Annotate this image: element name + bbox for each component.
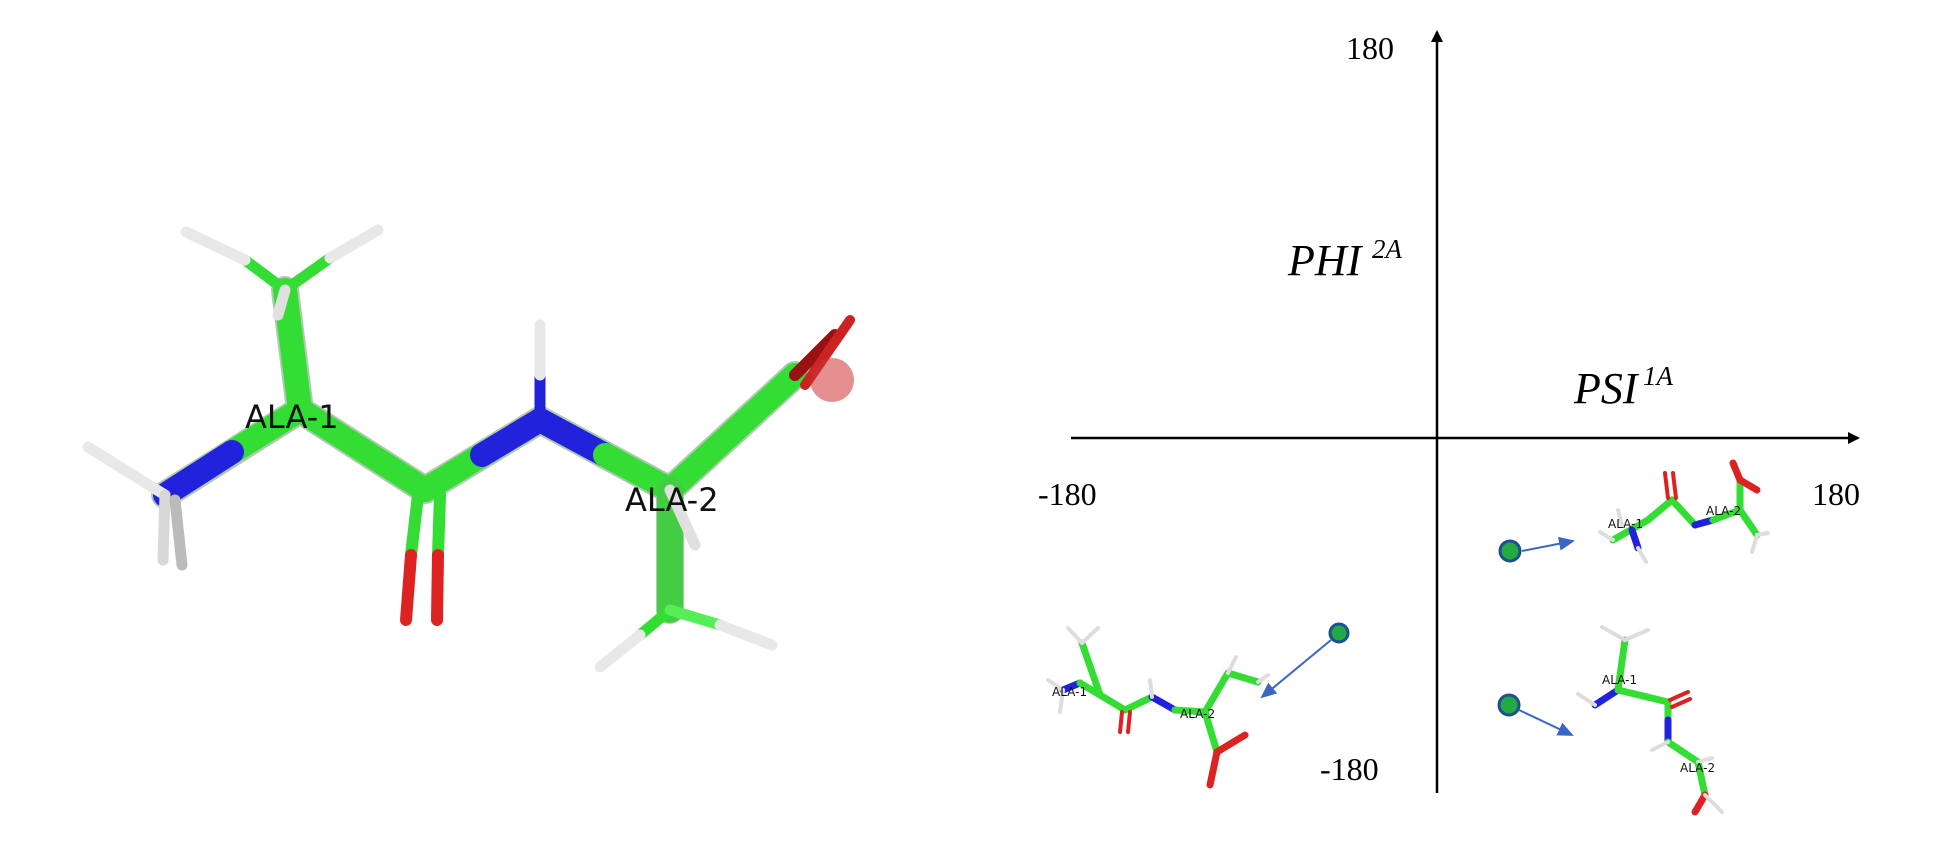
marker-dot	[1498, 539, 1522, 563]
bond-h-cb2-a-h	[594, 629, 646, 673]
oxygen-blob	[810, 358, 854, 402]
main-label-ala1: ALA-1	[245, 398, 339, 436]
x-min-label: -180	[1038, 476, 1097, 512]
bond-h-cb2-a	[634, 604, 676, 641]
bond-c2-o1	[789, 329, 841, 381]
main-bonds	[82, 224, 855, 673]
thumb-label-ala2: ALA-2	[1706, 504, 1741, 518]
thumbnail-lower-right: ALA-1 ALA-2	[1497, 625, 1724, 816]
bond-h-cb1-b-h	[324, 224, 384, 264]
bond-c-o-b-oxygen	[431, 549, 444, 626]
bond-ca1-cb1	[273, 278, 312, 422]
bond-h-cb1-b	[279, 252, 336, 296]
y-max-label: 180	[1346, 30, 1394, 66]
bond-n2-ca2-nitrogen	[528, 408, 617, 467]
y-axis-title: PHI 2A	[1287, 234, 1403, 285]
thumb-label-ala2: ALA-2	[1180, 707, 1215, 721]
y-axis-name: PHI	[1287, 236, 1364, 285]
thumbnail-upper-right: ALA-1 ALA-2	[1498, 459, 1770, 564]
thumbnail-lower-left: ALA-1 ALA-2	[1046, 622, 1350, 789]
x-axis-superscript: 1A	[1643, 361, 1674, 391]
main-molecule: ALA-1 ALA-2	[82, 224, 855, 673]
main-label-ala2: ALA-2	[625, 481, 719, 519]
bond-c-o-a-carbon	[405, 489, 424, 561]
bond-h-ca2	[664, 484, 701, 551]
bond-h-cb1-a-h	[180, 226, 251, 266]
bond-h-n1-c	[169, 494, 188, 571]
bond-ca1-n1-carbon	[220, 398, 312, 464]
marker-dot	[1328, 622, 1350, 644]
bond-ca1-c	[288, 398, 437, 502]
marker-arrow	[1521, 536, 1575, 552]
y-min-label: -180	[1320, 751, 1379, 787]
bond-h-n1-a	[82, 441, 171, 501]
x-axis-name: PSI	[1573, 364, 1640, 413]
bond-h-cb1-a	[239, 254, 291, 296]
y-axis-superscript: 2A	[1372, 234, 1403, 264]
bond-ca2-c2	[658, 363, 807, 502]
thumb-label-ala1: ALA-1	[1608, 517, 1643, 531]
marker-dot	[1497, 693, 1521, 717]
bond-h-n1-b	[157, 489, 171, 566]
bond-c-o-a-oxygen	[400, 549, 417, 626]
bond-c-o-b-carbon	[432, 489, 446, 561]
bond-h-cb2-b	[664, 604, 726, 631]
marker-arrow	[1260, 639, 1332, 699]
bond-h-cb2-b-h	[714, 619, 778, 651]
x-max-label: 180	[1812, 476, 1860, 512]
x-axis-title: PSI 1A	[1573, 361, 1674, 413]
bond-h-cb1-c	[272, 284, 291, 321]
bond-ca1-n1-nitrogen	[153, 440, 244, 507]
marker-arrow	[1518, 709, 1574, 736]
ramachandran-plot: 180 -180 -180 180 PHI 2A PSI 1A	[1038, 30, 1860, 793]
thumb-label-ala1: ALA-1	[1052, 685, 1087, 699]
thumb-label-ala2: ALA-2	[1680, 761, 1715, 775]
thumb-label-ala1: ALA-1	[1602, 673, 1637, 687]
